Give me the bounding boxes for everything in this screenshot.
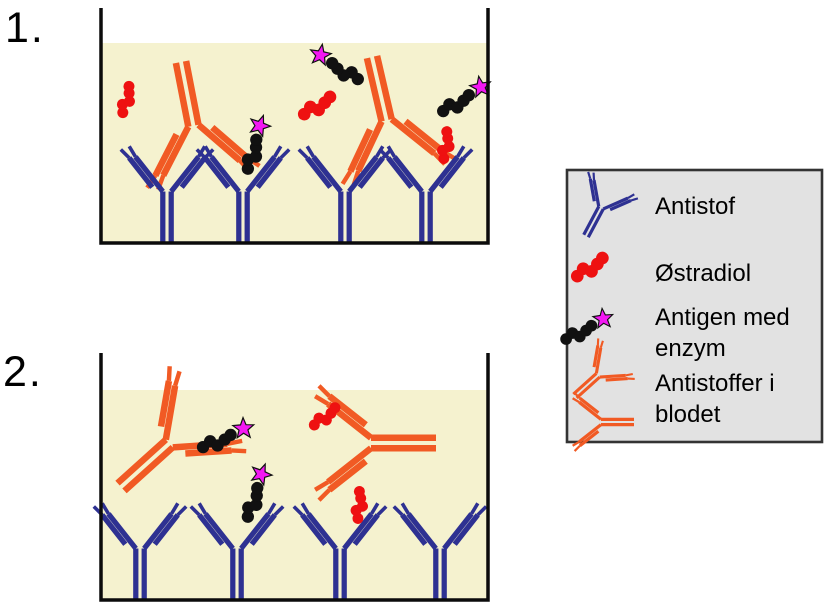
legend-item-label-antigen-med-enzym: Antigen med enzym	[655, 304, 790, 362]
panel-2-well-border	[99, 353, 490, 602]
panel-2-well	[83, 353, 490, 602]
legend-item-label-antistof: Antistof	[655, 193, 736, 220]
legend-frame	[565, 168, 824, 444]
step-1-label: 1.	[5, 4, 45, 52]
step-2-label: 2.	[3, 348, 43, 396]
panel-1-well	[99, 8, 495, 245]
legend-item-label-antistoffer-i-blodet: Antistoffer i blodet	[655, 370, 775, 428]
panel-1-well-border	[99, 8, 490, 245]
legend-item-label-ostradiol: Østradiol	[655, 260, 752, 287]
legend-box	[555, 168, 824, 453]
